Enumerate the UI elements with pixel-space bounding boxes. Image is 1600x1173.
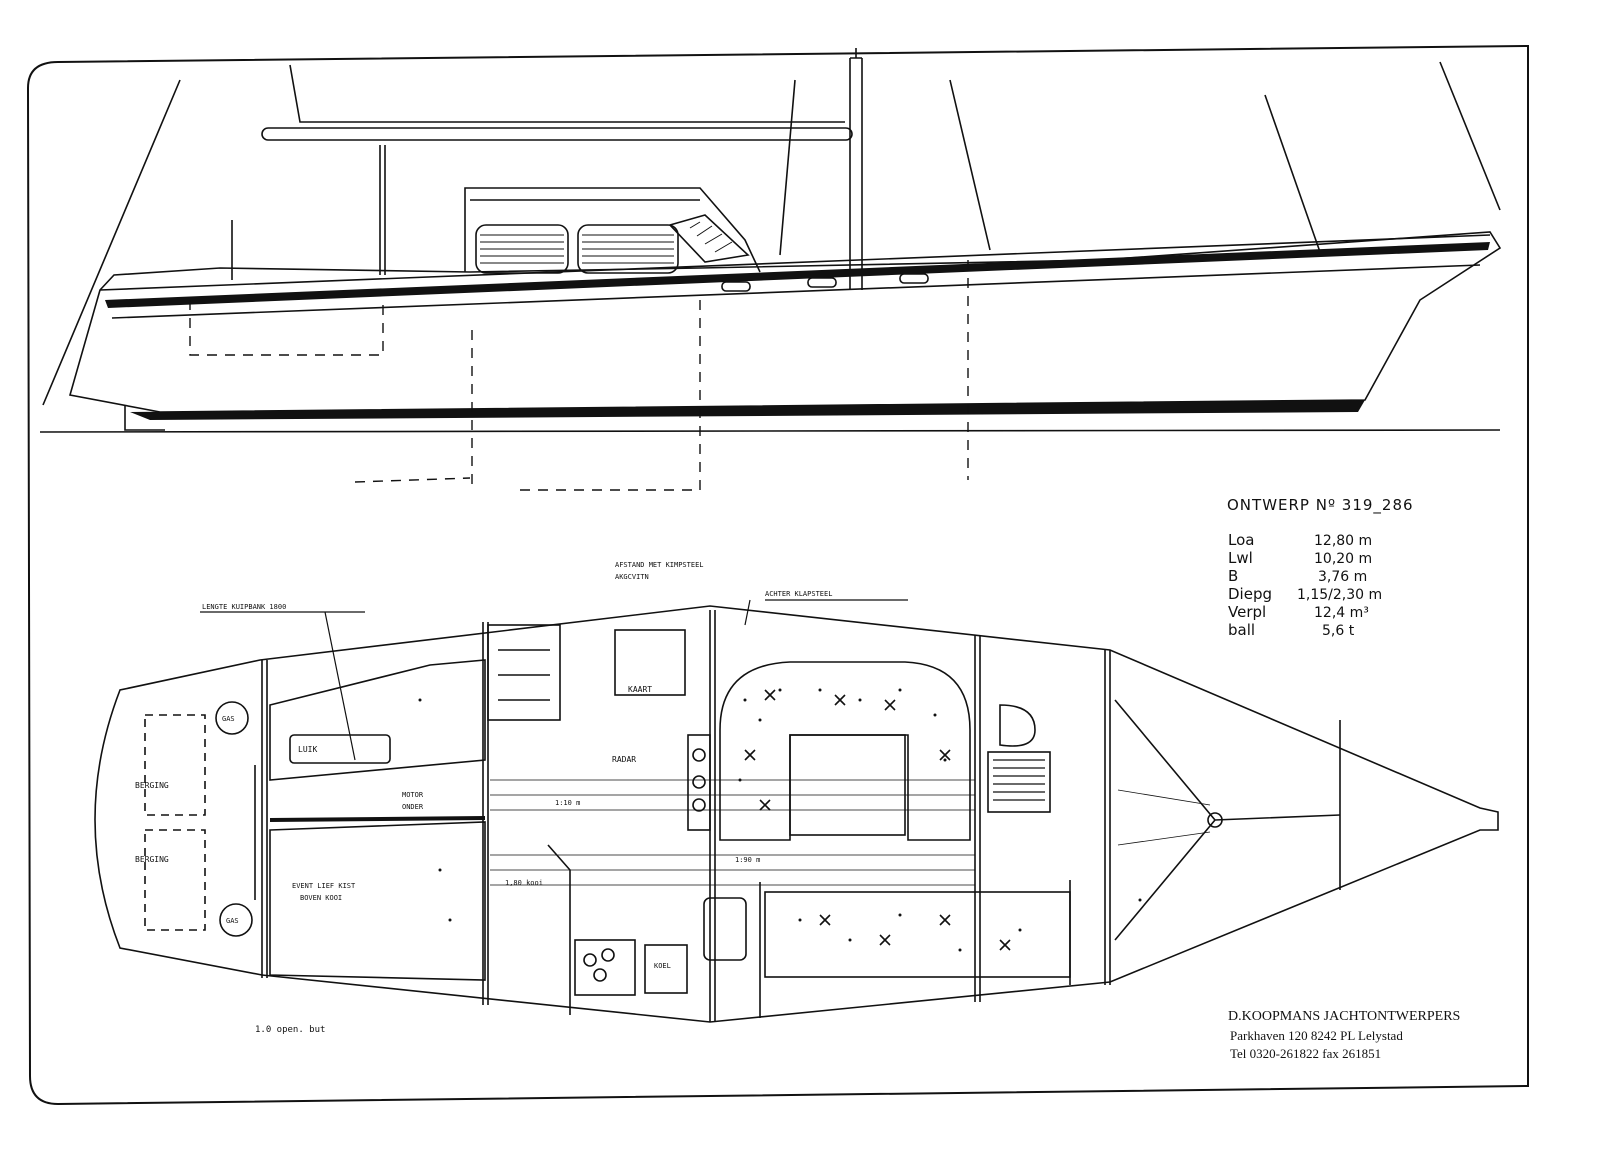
label-koel: KOEL: [654, 962, 671, 970]
spec-label-beam: B: [1228, 567, 1238, 585]
porthole-3: [899, 273, 929, 284]
label-measure-3: 1,80 kooi: [505, 879, 543, 887]
porthole-1: [721, 281, 751, 292]
plan-view: [94, 605, 1499, 1023]
note-bottom: 1.0 open. but: [255, 1025, 325, 1035]
spec-label-displacement: Verpl: [1228, 603, 1266, 621]
note-mast-distance-1: AFSTAND MET KIMPSTEEL: [615, 561, 704, 569]
hatch-luik: [289, 734, 391, 764]
designer-name: D.KOOPMANS JACHTONTWERPERS: [1228, 1009, 1460, 1024]
side-elevation: [39, 48, 1502, 433]
label-motor-2: ONDER: [402, 803, 424, 811]
aft-berth-upper: [269, 659, 486, 781]
grate-hatching: [993, 759, 1045, 801]
sink: [703, 897, 747, 961]
locker-2: [144, 829, 206, 931]
note-mast-step: ACHTER KLAPSTEEL: [765, 590, 832, 598]
floorboards: [490, 779, 1211, 886]
forepeak-berth: [1114, 699, 1341, 941]
designer-address: Parkhaven 120 8242 PL Lelystad: [1230, 1028, 1403, 1043]
spec-value-beam: 3,76 m: [1318, 569, 1367, 585]
mainsail-outline: [42, 79, 181, 406]
cushion-stipple: [418, 688, 1142, 952]
spec-value-loa: 12,80 m: [1314, 533, 1372, 549]
label-kooi-1: EVENT LIEF KIST: [292, 882, 356, 890]
deckhouse-window-3: [668, 214, 750, 263]
boot-stripe: [130, 400, 1365, 420]
saloon-settee-starboard: [764, 891, 1071, 978]
label-gas-1: GAS: [222, 715, 235, 723]
bulkhead-1: [261, 660, 268, 978]
mizzen-pole: [379, 145, 386, 275]
cool-box: [644, 944, 688, 994]
gas-locker-2: [219, 903, 253, 937]
label-luik: LUIK: [298, 745, 317, 754]
galley-counter: [487, 624, 561, 721]
spec-value-lwl: 10,20 m: [1314, 551, 1372, 567]
cushion-crosses: [744, 689, 1011, 951]
deckhouse-window-1: [475, 224, 569, 274]
design-title: ONTWERP Nº 319_286: [1227, 496, 1414, 515]
spec-label-ballast: ball: [1228, 621, 1255, 639]
sheer-stripe: [105, 242, 1490, 308]
instrument-panel: [687, 734, 711, 831]
window-hatching: [480, 221, 733, 264]
hull-outline: [68, 231, 1502, 413]
locker-1: [144, 714, 206, 816]
spec-value-displacement: 12,4 m³: [1314, 605, 1369, 621]
note-mast-distance-2: AKGCVITN: [615, 573, 649, 581]
deckhouse-window-2: [577, 224, 679, 274]
bulkhead-4: [974, 635, 981, 1002]
designer-stamp: D.KOOPMANS JACHTONTWERPERS Parkhaven 120…: [1228, 1009, 1460, 1061]
label-kooi-2: BOVEN KOOI: [300, 894, 342, 902]
annotation-leaders: [200, 599, 908, 761]
label-motor-1: MOTOR: [402, 791, 424, 799]
bulkhead-5: [1104, 650, 1111, 985]
spec-value-ballast: 5,6 t: [1322, 623, 1355, 639]
mast: [849, 57, 863, 290]
aft-berth-lower: [269, 821, 486, 981]
chart-table: [614, 629, 686, 696]
spec-table: Loa 12,80 m Lwl 10,20 m B 3,76 m Diepg 1…: [1228, 531, 1382, 639]
designer-contact: Tel 0320-261822 fax 261851: [1230, 1046, 1381, 1061]
deckhouse: [464, 187, 761, 273]
note-kuip-length: LENGTE KUIPBANK 1800: [202, 603, 286, 611]
label-measure-2: 1:90 m: [735, 856, 760, 864]
label-berging-2: BERGING: [135, 855, 169, 864]
label-measure-1: 1:10 m: [555, 799, 580, 807]
handwritten-annotations: LENGTE KUIPBANK 1800 AFSTAND MET KIMPSTE…: [135, 561, 832, 1035]
label-berging-1: BERGING: [135, 781, 169, 790]
gas-locker-1: [215, 701, 249, 735]
sheet-border: [26, 44, 1529, 1106]
label-radar: RADAR: [612, 755, 636, 764]
saloon-table: [789, 734, 906, 836]
waterline: [39, 429, 1501, 433]
head-grate: [987, 751, 1051, 813]
headsail-outline: [289, 64, 845, 123]
hidden-lines: [189, 260, 969, 491]
label-kaart: KAART: [628, 685, 652, 694]
stove: [574, 939, 636, 996]
porthole-2: [807, 277, 837, 288]
boom: [261, 127, 853, 141]
spec-label-loa: Loa: [1228, 531, 1254, 549]
label-gas-2: GAS: [226, 917, 239, 925]
saloon-settee-u: [719, 661, 971, 841]
plan-hull-outline: [94, 605, 1499, 1023]
spec-label-lwl: Lwl: [1228, 549, 1253, 567]
spec-label-draft: Diepg: [1228, 585, 1272, 603]
toilet: [999, 704, 1036, 747]
spec-value-draft: 1,15/2,30 m: [1297, 587, 1382, 603]
